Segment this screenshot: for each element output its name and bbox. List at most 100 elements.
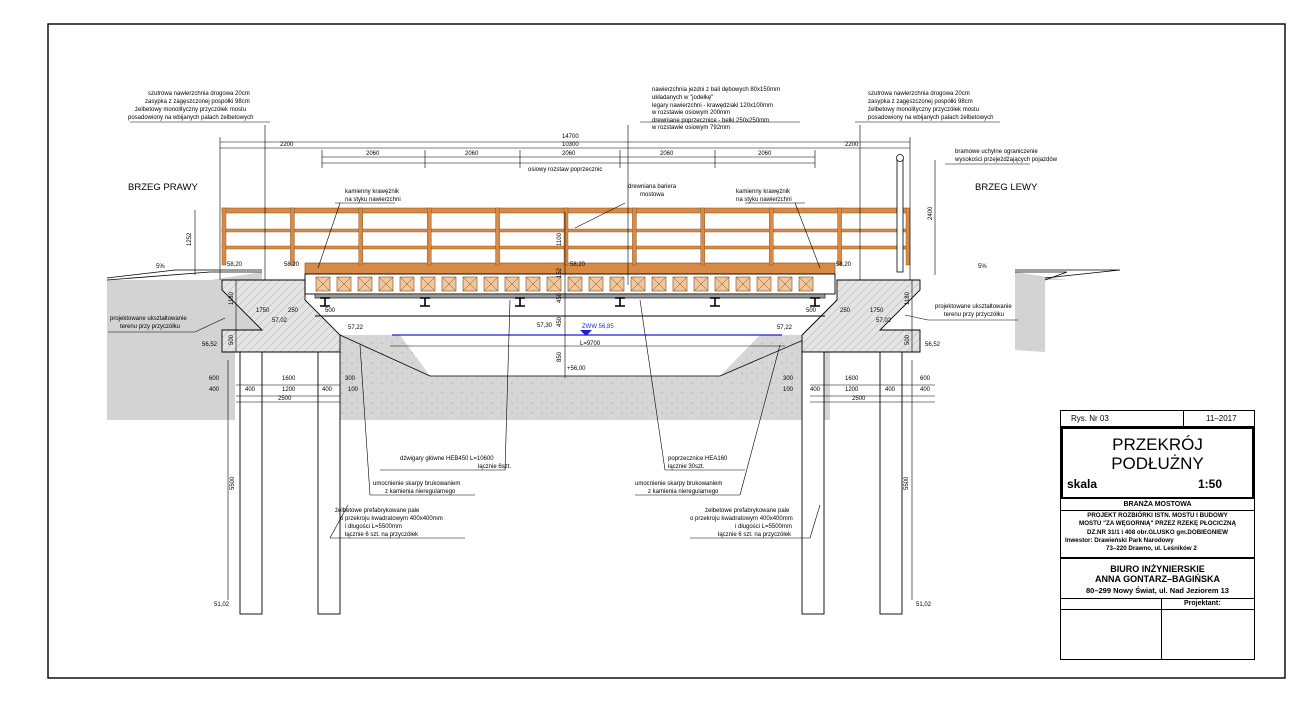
timber-crossbeam-mark bbox=[357, 276, 373, 292]
dim-bay-5: 2060 bbox=[758, 151, 772, 157]
timber-crossbeam-mark bbox=[546, 276, 562, 292]
foot-left-r2-a: 400 bbox=[209, 387, 220, 393]
timber-crossbeam-mark bbox=[525, 276, 541, 292]
steel-girder bbox=[810, 297, 820, 307]
note-surface-left-1: szutrowa nawierzchnia drogowa 20cm bbox=[148, 91, 250, 97]
dim-pile-left: 5500 bbox=[230, 476, 236, 490]
designer-label: Projektant: bbox=[1184, 600, 1221, 607]
foot-right-r2-e: 400 bbox=[920, 387, 931, 393]
timber-crossbeam-mark bbox=[483, 276, 499, 292]
note-deck: nawierzchnia jezdni z bali dębowych 80x1… bbox=[651, 87, 780, 131]
dim-span: 10300 bbox=[562, 142, 579, 148]
dim-500-base-right: 500 bbox=[905, 334, 911, 345]
note-surface-right-4: posadowiony na wbijanych palach żelbetow… bbox=[868, 115, 993, 121]
note-curb-left-2: na styku nawierzchni bbox=[345, 197, 401, 203]
railing-post bbox=[905, 207, 911, 266]
dim-deck-450b: 450 bbox=[557, 316, 563, 327]
railing-post bbox=[769, 207, 774, 266]
office-box: BIURO INŻYNIERSKIE ANNA GONTARZ–BAGIŃSKA… bbox=[1061, 557, 1254, 599]
timber-crossbeam-mark bbox=[504, 276, 520, 292]
dim-pile-right: 5500 bbox=[904, 476, 910, 490]
investor-line-2: 73–220 Drawno, ul. Leśników 2 bbox=[1106, 545, 1197, 552]
railing-post bbox=[700, 207, 705, 266]
dim-river: L=9700 bbox=[580, 341, 601, 347]
water-level-label: ZWW 56,85 bbox=[582, 324, 614, 330]
dim-clear-850: 850 bbox=[557, 351, 563, 362]
note-deck-4: w rozstawie osiowym 200mm bbox=[651, 110, 730, 116]
scale-label: skala bbox=[1067, 477, 1098, 491]
note-surface-right-3: żelbetowy monolityczny przyczółek mostu bbox=[868, 107, 979, 113]
note-deck-1: nawierzchnia jezdni z bali dębowych 80x1… bbox=[652, 87, 780, 93]
railing-post bbox=[837, 207, 842, 266]
dim-rail-h2: 1100 bbox=[557, 232, 563, 246]
level-1: 58,20 bbox=[227, 262, 243, 268]
title-block: Rys. Nr 03 11–2017 PRZEKRÓJ PODŁUŻNY ska… bbox=[1060, 410, 1255, 660]
level-2: 58,20 bbox=[284, 262, 300, 268]
railing-post bbox=[290, 207, 295, 266]
sheet-title-box: PRZEKRÓJ PODŁUŻNY skala 1:50 bbox=[1061, 427, 1254, 499]
sheet-number: Rys. Nr 03 bbox=[1061, 411, 1184, 427]
dim-bay-1: 2060 bbox=[366, 151, 380, 157]
foot-right-r1-a: 300 bbox=[783, 376, 794, 382]
office-line-2: ANNA GONTARZ–BAGIŃSKA bbox=[1095, 574, 1220, 584]
steel-girder bbox=[515, 297, 525, 307]
note-curb-right-2: na styku nawierzchni bbox=[736, 197, 792, 203]
level-8: 56,52 bbox=[925, 342, 941, 348]
timber-crossbeam-mark bbox=[693, 276, 709, 292]
sheet-date: 11–2017 bbox=[1184, 411, 1254, 427]
note-curb-right-1: kamienny krawężnik bbox=[736, 189, 791, 195]
timber-crossbeam-mark bbox=[378, 276, 394, 292]
note-scarp-right-1: umocnienie skarpy brukowaniem bbox=[635, 481, 722, 487]
note-curb-left-1: kamienny krawężnik bbox=[345, 189, 400, 195]
foot-left-r1-a: 600 bbox=[209, 376, 220, 382]
pile-left-2 bbox=[317, 351, 341, 615]
note-terrain-right-2: terenu przy przyczółku bbox=[944, 312, 1004, 318]
dim-slope-right: 5% bbox=[978, 264, 987, 270]
note-terrain-right-1: projektowane ukształtowanie bbox=[935, 304, 1012, 310]
note-scarp-left-2: z kamienia nieregularnego bbox=[385, 489, 456, 495]
steel-girder bbox=[615, 297, 625, 307]
office-line-1: BIURO INŻYNIERSKIE bbox=[1110, 564, 1205, 574]
note-surface-left: szutrowa nawierzchnia drogowa 20cm zasyp… bbox=[128, 91, 253, 121]
note-surface-right-2: zasypka z zagęszczonej pospółki 98cm bbox=[868, 99, 973, 105]
height-gate-top bbox=[896, 154, 904, 162]
note-surface-left-4: posadowiony na wbijanych palach żelbetow… bbox=[128, 115, 253, 121]
note-barrier-1: drewniana bariera bbox=[628, 184, 677, 190]
note-deck-5: drewniane poprzecznice - belki 250x250mm bbox=[652, 118, 769, 124]
foot-left-r1-b: 1600 bbox=[282, 376, 296, 382]
foot-left-r2-c: 1200 bbox=[282, 387, 296, 393]
dim-abut-right: 2200 bbox=[845, 142, 859, 148]
timber-crossbeam-mark bbox=[630, 276, 646, 292]
dim-250-left: 250 bbox=[288, 308, 299, 314]
dim-500-base-left: 500 bbox=[229, 334, 235, 345]
water-level-marker bbox=[580, 330, 592, 336]
steel-girder bbox=[710, 297, 720, 307]
foot-right-r2-d: 400 bbox=[885, 387, 896, 393]
note-terrain-left-1: projektowane ukształtowanie bbox=[110, 316, 187, 322]
dim-500-right: 500 bbox=[806, 308, 817, 314]
bank-left-label: BRZEG LEWY bbox=[975, 182, 1038, 193]
dim-gate-h: 2400 bbox=[928, 206, 934, 220]
railing-post bbox=[358, 207, 363, 266]
height-gate-post bbox=[896, 159, 904, 273]
timber-crossbeam-mark bbox=[399, 276, 415, 292]
dim-wall-right: 1180 bbox=[905, 291, 911, 305]
railing-post bbox=[221, 207, 227, 266]
level-7: 56,52 bbox=[202, 342, 218, 348]
project-line-1: PROJEKT ROZBIÓRKI ISTN. MOSTU I BUDOWY bbox=[1087, 512, 1228, 519]
designer-cells bbox=[1161, 599, 1162, 659]
timber-crossbeam-mark bbox=[672, 276, 688, 292]
level-13: 51,02 bbox=[214, 602, 230, 608]
level-10: 57,22 bbox=[777, 325, 793, 331]
timber-crossbeam-mark bbox=[588, 276, 604, 292]
level-5: 57,02 bbox=[272, 318, 288, 324]
pile-left-1 bbox=[239, 351, 263, 615]
steel-girder bbox=[320, 297, 330, 307]
timber-crossbeam-mark bbox=[714, 276, 730, 292]
dim-total: 14700 bbox=[562, 134, 579, 140]
note-scarp-left-1: umocnienie skarpy brukowaniem bbox=[373, 481, 460, 487]
project-line-2: MOSTU "ZA WĘGORNIĄ" PRZEZ RZEKĘ PŁOCICZN… bbox=[1079, 520, 1236, 527]
note-girders-1: dźwigary główne HEB450 L=10600 bbox=[400, 456, 494, 462]
railing-post bbox=[632, 207, 637, 266]
